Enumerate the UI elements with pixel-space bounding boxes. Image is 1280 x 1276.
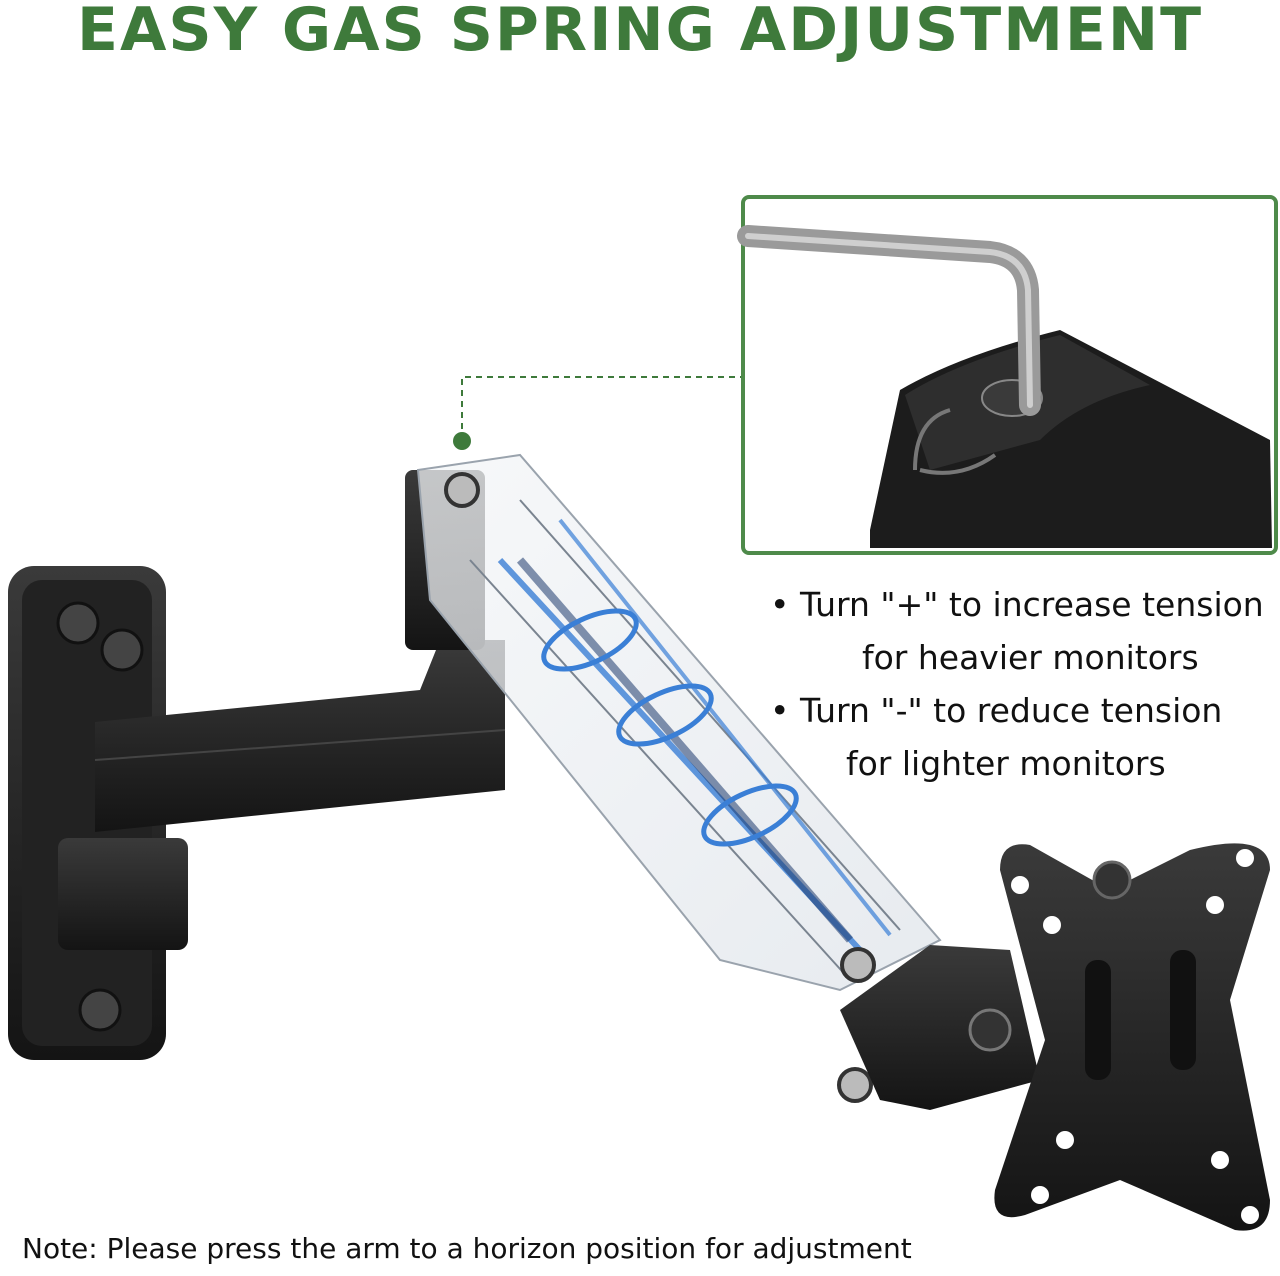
allen-key-icon <box>737 225 1041 416</box>
adjustment-inset <box>737 195 1278 555</box>
instruction-reduce-detail: for lighter monitors <box>846 744 1166 783</box>
tilt-joint <box>840 945 1040 1110</box>
page-title: EASY GAS SPRING ADJUSTMENT <box>76 0 1204 65</box>
callout-leader <box>453 376 742 450</box>
instruction-list: • Turn "+" to increase tension for heavi… <box>770 578 1270 790</box>
instruction-increase: • Turn "+" to increase tension <box>770 585 1264 624</box>
vesa-plate-icon <box>994 843 1270 1231</box>
footer-note: Note: Please press the arm to a horizon … <box>22 1232 912 1265</box>
gas-spring-arm <box>416 453 942 1103</box>
instruction-reduce: • Turn "-" to reduce tension <box>770 691 1223 730</box>
instruction-increase-detail: for heavier monitors <box>862 638 1199 677</box>
